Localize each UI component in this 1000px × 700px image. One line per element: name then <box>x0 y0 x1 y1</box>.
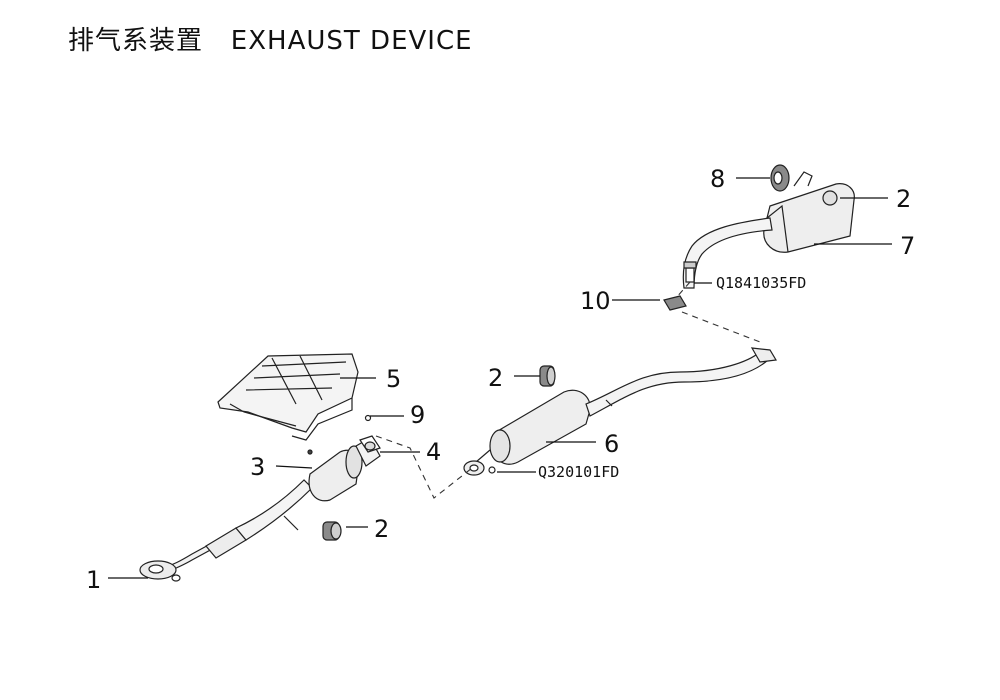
clamp-10 <box>663 295 687 311</box>
callout-3: 3 <box>250 453 265 481</box>
bolt-q1841035fd <box>683 261 697 283</box>
code-rear-bolt: Q1841035FD <box>716 274 806 292</box>
callout-2-lower: 2 <box>374 515 389 543</box>
nut-q320101fd <box>488 466 496 474</box>
heat-shield <box>217 353 359 441</box>
code-front-nut: Q320101FD <box>538 463 619 481</box>
assembly-line-bolt <box>675 281 691 299</box>
callout-4: 4 <box>426 438 441 466</box>
front-pipe <box>139 479 313 582</box>
callout-5: 5 <box>386 365 401 393</box>
bolt-9 <box>364 414 372 422</box>
callout-2-rear: 2 <box>896 185 911 213</box>
callout-2-middle: 2 <box>488 364 503 392</box>
rear-muffler <box>682 171 855 289</box>
intermediate-muffler <box>463 347 777 476</box>
callout-1: 1 <box>86 566 101 594</box>
rubber-hanger-lower <box>322 521 342 541</box>
assembly-line-front <box>375 435 473 499</box>
callout-9: 9 <box>410 401 425 429</box>
rubber-hanger-middle <box>539 365 556 387</box>
diagram-title: 排气系装置 EXHAUST DEVICE <box>68 26 473 56</box>
assembly-line-rear <box>681 311 761 343</box>
flange-gasket <box>359 435 381 453</box>
callout-8: 8 <box>710 165 725 193</box>
rear-hanger <box>770 164 790 192</box>
callout-10: 10 <box>580 287 611 315</box>
callout-6: 6 <box>604 430 619 458</box>
callout-7: 7 <box>900 232 915 260</box>
leader-lines <box>108 177 892 579</box>
